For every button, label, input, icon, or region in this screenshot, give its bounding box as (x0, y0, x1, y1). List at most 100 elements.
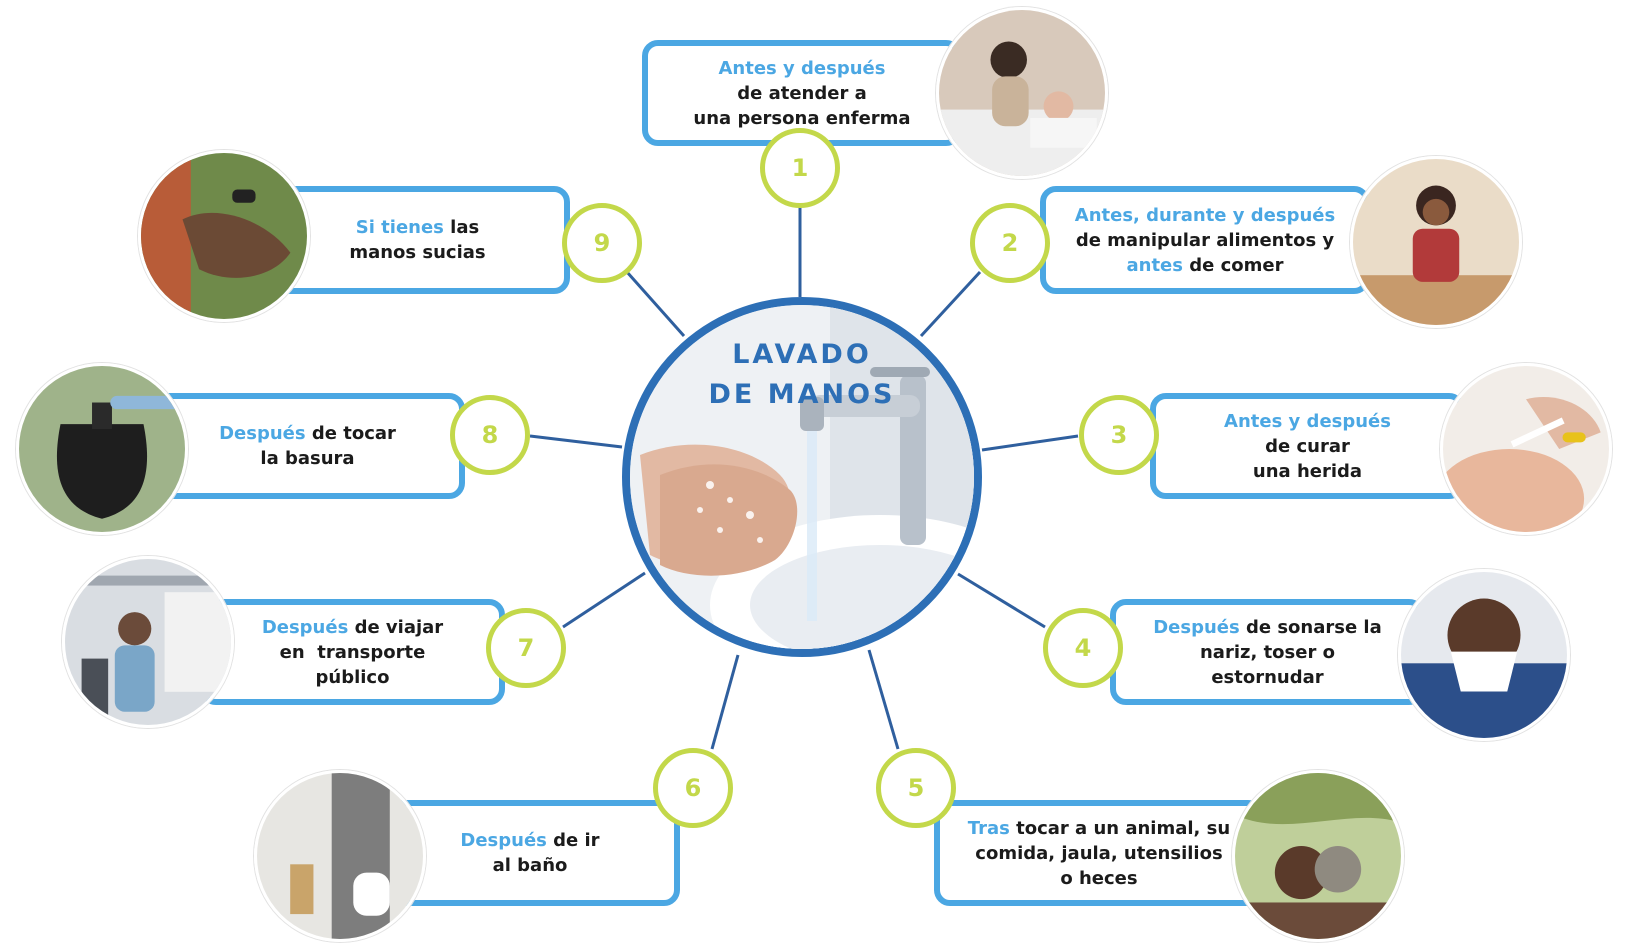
highlight-text: antes (1126, 254, 1183, 276)
card-line: Antes y después (1224, 409, 1391, 434)
highlight-text: Tras (967, 817, 1010, 839)
body-text: comida, jaula, utensilios (975, 842, 1223, 864)
wound-care-photo-icon (1440, 363, 1612, 535)
center-title: LAVADO DE MANOS (630, 335, 974, 415)
connector-9 (625, 271, 686, 337)
body-text: manos sucias (349, 242, 486, 263)
number-badge-6: 6 (653, 748, 733, 828)
card-line: comida, jaula, utensilios (968, 841, 1230, 866)
body-text: de manipular alimentos y (1075, 229, 1335, 251)
card-line: la basura (219, 446, 396, 471)
body-text: nariz, toser o (1199, 641, 1335, 663)
highlight-text: Después (261, 616, 349, 638)
card-line: nariz, toser o (1153, 640, 1382, 665)
card-line: o heces (968, 866, 1230, 891)
body-text: o heces (1060, 867, 1138, 889)
title-line-2: DE MANOS (708, 379, 896, 410)
number-badge-9: 9 (562, 203, 642, 283)
card-line: de curar (1224, 434, 1391, 459)
body-text: de sonarse la (1239, 616, 1382, 638)
number-badge-8: 8 (450, 395, 530, 475)
highlight-text: Antes y después (1224, 410, 1391, 432)
card-item-5: Tras tocar a un animal, su comida, jaula,… (934, 800, 1264, 906)
connector-4 (957, 572, 1046, 629)
pet-photo-icon (1232, 770, 1404, 942)
card-line: público (262, 665, 443, 690)
body-text: al baño (492, 855, 568, 876)
card-line: Antes y después (693, 56, 910, 81)
card-line: una herida (1224, 459, 1391, 484)
card-line: Si tienes las (349, 215, 485, 240)
connector-2 (919, 270, 982, 338)
cooking-photo-icon (1350, 156, 1522, 328)
dirty-hands-photo-icon (138, 150, 310, 322)
card-item-1: Antes y después de atender a una persona e… (642, 40, 962, 146)
body-text: de ir (546, 830, 600, 851)
number-badge-2: 2 (970, 203, 1050, 283)
number-badge-1: 1 (760, 128, 840, 208)
highlight-text: Si tienes (355, 217, 444, 238)
card-line: de atender a (693, 81, 910, 106)
card-line: antes de comer (1075, 253, 1335, 278)
highlight-text: Antes, durante y después (1074, 204, 1336, 226)
card-line: Antes, durante y después (1075, 203, 1335, 228)
card-line: estornudar (1153, 665, 1382, 690)
card-text-2: Antes, durante y después de manipular ali… (1065, 203, 1345, 278)
body-text: la basura (260, 448, 355, 469)
card-line: manos sucias (349, 240, 485, 265)
card-item-3: Antes y después de curar una herida (1150, 393, 1465, 499)
number-badge-7: 7 (486, 608, 566, 688)
trash-bag-photo-icon (16, 363, 188, 535)
bathroom-photo-icon (254, 770, 426, 942)
body-text: de curar (1265, 435, 1350, 457)
card-text-1: Antes y después de atender a una persona e… (683, 56, 920, 131)
caregiver-photo-icon (936, 7, 1108, 179)
number-badge-4: 4 (1043, 608, 1123, 688)
body-text: en transporte (279, 641, 426, 663)
body-text: de tocar (305, 423, 396, 444)
body-text: una herida (1252, 460, 1363, 482)
body-text: de comer (1182, 254, 1284, 276)
center-hand-washing-image: LAVADO DE MANOS (622, 297, 982, 657)
card-line: Después de viajar (262, 615, 443, 640)
body-text: de viajar (348, 616, 444, 638)
card-line: una persona enferma (693, 106, 910, 131)
connector-8 (529, 434, 623, 449)
sneezing-photo-icon (1398, 569, 1570, 741)
body-text: público (315, 666, 390, 688)
number-badge-3: 3 (1079, 395, 1159, 475)
connector-7 (562, 571, 646, 629)
highlight-text: Después (219, 423, 306, 444)
card-line: Después de ir (460, 828, 599, 853)
card-line: Después de sonarse la (1153, 615, 1382, 640)
number-badge-5: 5 (876, 748, 956, 828)
connector-6 (710, 654, 740, 750)
highlight-text: Después (1153, 616, 1240, 638)
body-text: las (443, 217, 480, 238)
card-line: Después de tocar (219, 421, 396, 446)
connector-3 (981, 434, 1079, 452)
card-line: de manipular alimentos y (1075, 228, 1335, 253)
body-text: estornudar (1211, 666, 1324, 688)
title-line-1: LAVADO (732, 339, 872, 370)
public-transport-photo-icon (62, 556, 234, 728)
card-text-5: Tras tocar a un animal, su comida, jaula,… (958, 816, 1240, 891)
connector-5 (867, 649, 900, 750)
body-text: una persona enferma (693, 107, 911, 129)
highlight-text: Antes y después (718, 57, 886, 79)
card-item-2: Antes, durante y después de manipular ali… (1040, 186, 1370, 294)
body-text: tocar a un animal, su (1009, 817, 1231, 839)
body-text: de atender a (737, 82, 867, 104)
